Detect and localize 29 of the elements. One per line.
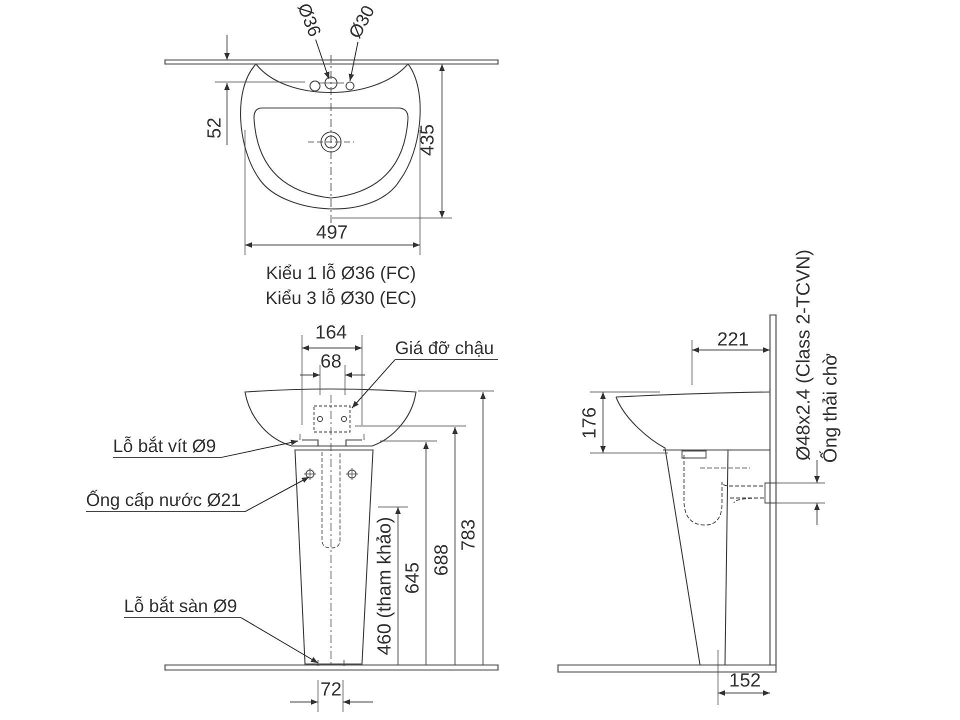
dimension-label: 164: [315, 324, 347, 342]
dimension-label: 52: [206, 117, 224, 139]
leader-line: [220, 440, 298, 458]
dimension-label: 688: [432, 544, 452, 576]
callout-label: Ø36: [293, 0, 325, 40]
dimension-label: 783: [460, 519, 478, 551]
callout-label: Lỗ bắt vít Ø9: [113, 436, 220, 458]
caption: Kiểu 1 lỗ Ø36 (FC): [266, 264, 416, 282]
leader-line: [244, 476, 310, 512]
dimension-label: 176: [580, 407, 600, 439]
leader-line: [348, 41, 358, 82]
callout-label: Giá đỡ chậu: [395, 338, 498, 360]
dimension-label: 72: [320, 680, 342, 700]
callout-label: Ø30: [344, 2, 380, 42]
dimension-label: 221: [717, 330, 749, 350]
callout-label: Ống cấp nước Ø21: [86, 490, 245, 512]
leader-line: [240, 617, 318, 664]
leader-line: [315, 39, 330, 80]
pipe-note: Ống thải chờ: [822, 353, 840, 463]
dimension-label: 460 (tham khảo): [376, 516, 394, 656]
caption: Kiểu 3 lỗ Ø30 (EC): [265, 289, 417, 307]
dimension-label: 497: [316, 224, 348, 242]
leader-line: [352, 359, 396, 408]
dimension-label: 645: [404, 562, 422, 594]
pipe-note: Ø48x2.4 (Class 2-TCVN): [794, 249, 814, 461]
callout-label: Lỗ bắt sàn Ø9: [124, 596, 242, 618]
dimension-label: 435: [418, 124, 438, 156]
dimension-label: 152: [729, 672, 761, 690]
dimension-label: 68: [320, 352, 342, 372]
